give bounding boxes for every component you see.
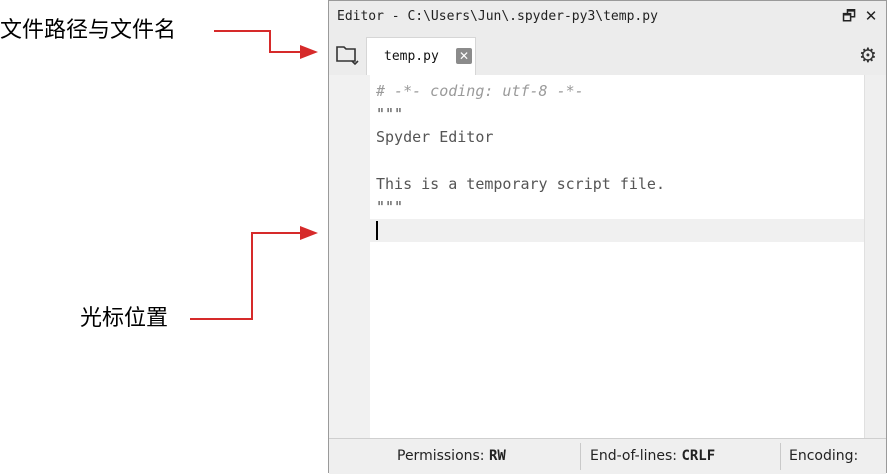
- text-cursor: [376, 221, 378, 240]
- permissions-label: Permissions:: [397, 448, 485, 464]
- file-path-arrow-line: [214, 30, 300, 53]
- tab-bar: temp.py ✕ ⚙: [329, 33, 886, 75]
- tab-label: temp.py: [384, 49, 439, 64]
- folder-icon[interactable]: [335, 42, 359, 66]
- status-divider: [780, 443, 781, 470]
- editor-title: Editor - C:\Users\Jun\.spyder-py3\temp.p…: [337, 9, 658, 24]
- permissions-status: Permissions: RW: [397, 448, 506, 464]
- eol-status: End-of-lines: CRLF: [590, 448, 715, 464]
- file-path-arrow-head: [300, 45, 318, 59]
- current-line-highlight: [370, 219, 864, 242]
- close-tab-icon[interactable]: ✕: [456, 48, 472, 64]
- vertical-scrollbar[interactable]: [864, 75, 886, 438]
- code-line: """: [376, 198, 404, 216]
- encoding-label: Encoding:: [789, 448, 859, 464]
- cursor-position-annotation: 光标位置: [80, 306, 169, 331]
- line-number-gutter: [329, 75, 370, 438]
- permissions-value: RW: [488, 448, 506, 464]
- code-line: This is a temporary script file.: [376, 175, 665, 193]
- eol-label: End-of-lines:: [590, 448, 677, 464]
- code-editor[interactable]: 1 2 3 4 5 6 7 8 # -*- coding: utf-8 -*- …: [329, 75, 886, 438]
- file-path-annotation: 文件路径与文件名: [0, 18, 177, 43]
- gear-icon[interactable]: ⚙: [859, 43, 877, 67]
- eol-value: CRLF: [681, 448, 716, 464]
- code-line: Spyder Editor: [376, 128, 494, 146]
- cursor-arrow-head: [300, 226, 318, 240]
- close-pane-icon[interactable]: ✕: [864, 7, 878, 25]
- tab-temp-py[interactable]: temp.py ✕: [366, 37, 476, 75]
- cursor-arrow-line: [190, 232, 300, 320]
- editor-pane: Editor - C:\Users\Jun\.spyder-py3\temp.p…: [328, 0, 887, 474]
- code-line: # -*- coding: utf-8 -*-: [376, 82, 584, 100]
- code-line: """: [376, 105, 404, 123]
- encoding-status: Encoding:: [789, 448, 858, 464]
- status-bar: Permissions: RW End-of-lines: CRLF Encod…: [329, 438, 886, 474]
- undock-icon[interactable]: 🗗: [841, 7, 857, 25]
- status-divider: [580, 443, 581, 470]
- editor-titlebar: Editor - C:\Users\Jun\.spyder-py3\temp.p…: [329, 1, 886, 34]
